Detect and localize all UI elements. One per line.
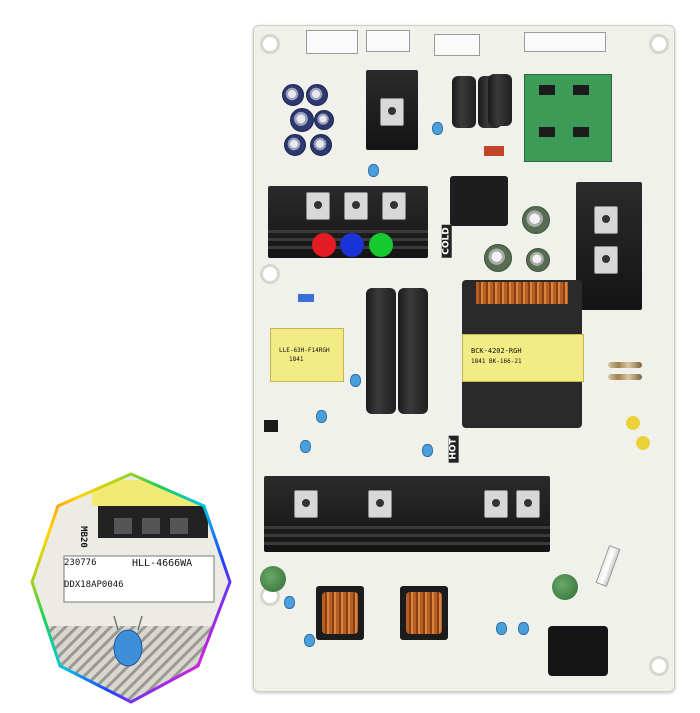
- varistor: [260, 566, 286, 592]
- inset-part-number: HLL-4666WA: [132, 558, 193, 569]
- electrolytic-capacitor: [488, 74, 512, 126]
- transformer-winding: [476, 282, 568, 304]
- capacitor: [284, 134, 306, 156]
- silk-cold-label: COLD: [441, 224, 452, 258]
- capacitor: [282, 84, 304, 106]
- varistor: [552, 574, 578, 600]
- inset-serial: DDX18AP0046: [64, 580, 124, 590]
- ic-chip: [264, 420, 278, 432]
- ac-inlet: [548, 626, 608, 676]
- common-mode-choke: [400, 586, 448, 640]
- smd-component: [298, 294, 314, 302]
- red-marker-dot: [312, 233, 336, 257]
- detail-inset: [30, 472, 232, 704]
- inset-number: 230776: [64, 558, 97, 568]
- main-transformer-label: BCK-4202-RGH: [471, 347, 522, 355]
- small-transformer-label: LLE-63H-F14RGH: [279, 347, 330, 354]
- capacitor: [284, 596, 295, 609]
- capacitor: [626, 416, 640, 430]
- capacitor: [350, 374, 361, 387]
- pfc-heatsink: [268, 186, 428, 258]
- capacitor: [290, 108, 314, 132]
- capacitor: [310, 134, 332, 156]
- connector-top: [524, 32, 606, 52]
- capacitor: [304, 634, 315, 647]
- common-mode-choke: [316, 586, 364, 640]
- resistor: [608, 362, 642, 368]
- electrolytic-capacitor: [452, 76, 476, 128]
- capacitor: [316, 410, 327, 423]
- inset-side-code: MB20: [77, 526, 88, 548]
- blue-marker-dot: [340, 233, 364, 257]
- capacitor: [526, 248, 550, 272]
- standby-heatsink: [366, 70, 418, 150]
- film-capacitor: [484, 146, 504, 156]
- capacitor: [368, 164, 379, 177]
- small-transformer: LLE-63H-F14RGH 1841: [270, 328, 344, 382]
- connector-top: [366, 30, 410, 52]
- coil: [450, 176, 508, 226]
- main-transformer: BCK-4202-RGH 1841 BK-166-21: [462, 334, 584, 382]
- capacitor: [432, 122, 443, 135]
- bulk-capacitor: [398, 288, 428, 414]
- bridge-heatsink: [264, 476, 550, 552]
- resistor: [608, 374, 642, 380]
- capacitor: [314, 110, 334, 130]
- bulk-capacitor: [366, 288, 396, 414]
- small-transformer-code: 1841: [289, 356, 304, 363]
- capacitor: [422, 444, 433, 457]
- capacitor: [300, 440, 311, 453]
- connector-top: [434, 34, 480, 56]
- fuse: [595, 545, 621, 587]
- capacitor: [518, 622, 529, 635]
- main-transformer-code: 1841 BK-166-21: [471, 358, 522, 365]
- capacitor: [636, 436, 650, 450]
- mounting-hole: [649, 656, 669, 676]
- mounting-hole: [260, 34, 280, 54]
- mounting-hole: [649, 34, 669, 54]
- capacitor: [484, 244, 512, 272]
- capacitor: [496, 622, 507, 635]
- capacitor: [306, 84, 328, 106]
- daughter-board: [524, 74, 612, 162]
- power-supply-board: COLD LLE-63H-F14RGH 1841 BCK-4202-RGH 18…: [253, 25, 675, 692]
- silk-hot-label: HOT: [448, 435, 459, 463]
- capacitor: [522, 206, 550, 234]
- connector-top: [306, 30, 358, 54]
- green-marker-dot: [369, 233, 393, 257]
- output-heatsink: [576, 182, 642, 310]
- mounting-hole: [260, 264, 280, 284]
